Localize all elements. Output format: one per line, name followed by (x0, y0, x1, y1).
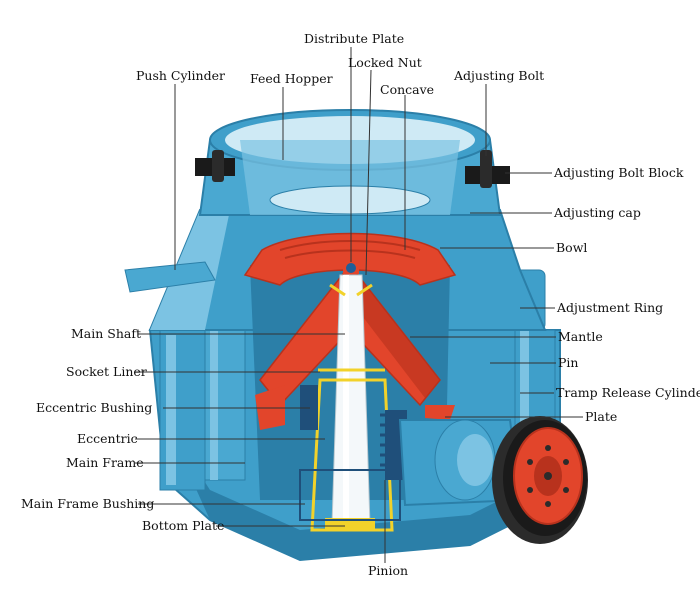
adjusting-bolt-block-left (195, 150, 235, 182)
pulley (492, 416, 588, 544)
label-mantle: Mantle (558, 329, 603, 344)
label-pinion: Pinion (368, 563, 409, 578)
main-frame-bushing (299, 469, 401, 521)
label-plate: Plate (585, 409, 618, 424)
label-bottom-plate: Bottom Plate (142, 518, 225, 533)
label-push-cylinder: Push Cylinder (136, 68, 225, 83)
plate (425, 405, 455, 420)
label-main-frame-bushing: Main Frame Bushing (21, 496, 155, 511)
label-distribute-plate: Distribute Plate (304, 31, 405, 46)
label-eccentric-bushing: Eccentric Bushing (36, 400, 153, 415)
label-adjusting-bolt: Adjusting Bolt (454, 68, 545, 83)
left-leg-highlight (166, 335, 176, 485)
label-locked-nut: Locked Nut (348, 55, 422, 70)
main-frame-shadow (165, 420, 560, 560)
locked-nut (346, 263, 356, 273)
leader-lines (135, 47, 583, 563)
label-main-shaft: Main Shaft (71, 326, 141, 341)
eccentric (310, 378, 394, 532)
push-cylinder (124, 261, 216, 293)
label-main-frame: Main Frame (66, 455, 144, 470)
label-eccentric: Eccentric (77, 431, 138, 446)
label-adjusting-bolt-block: Adjusting Bolt Block (554, 165, 684, 180)
label-socket-liner: Socket Liner (66, 364, 147, 379)
adjusting-bolt-block-right (465, 150, 510, 188)
label-tramp-release-cylinder: Tramp Release Cylinder (556, 385, 700, 400)
label-bowl: Bowl (556, 240, 588, 255)
label-pin: Pin (558, 355, 579, 370)
label-adjusting-cap: Adjusting cap (554, 205, 641, 220)
label-feed-hopper: Feed Hopper (250, 71, 333, 86)
label-concave: Concave (380, 82, 435, 97)
label-adjustment-ring: Adjustment Ring (557, 300, 664, 315)
